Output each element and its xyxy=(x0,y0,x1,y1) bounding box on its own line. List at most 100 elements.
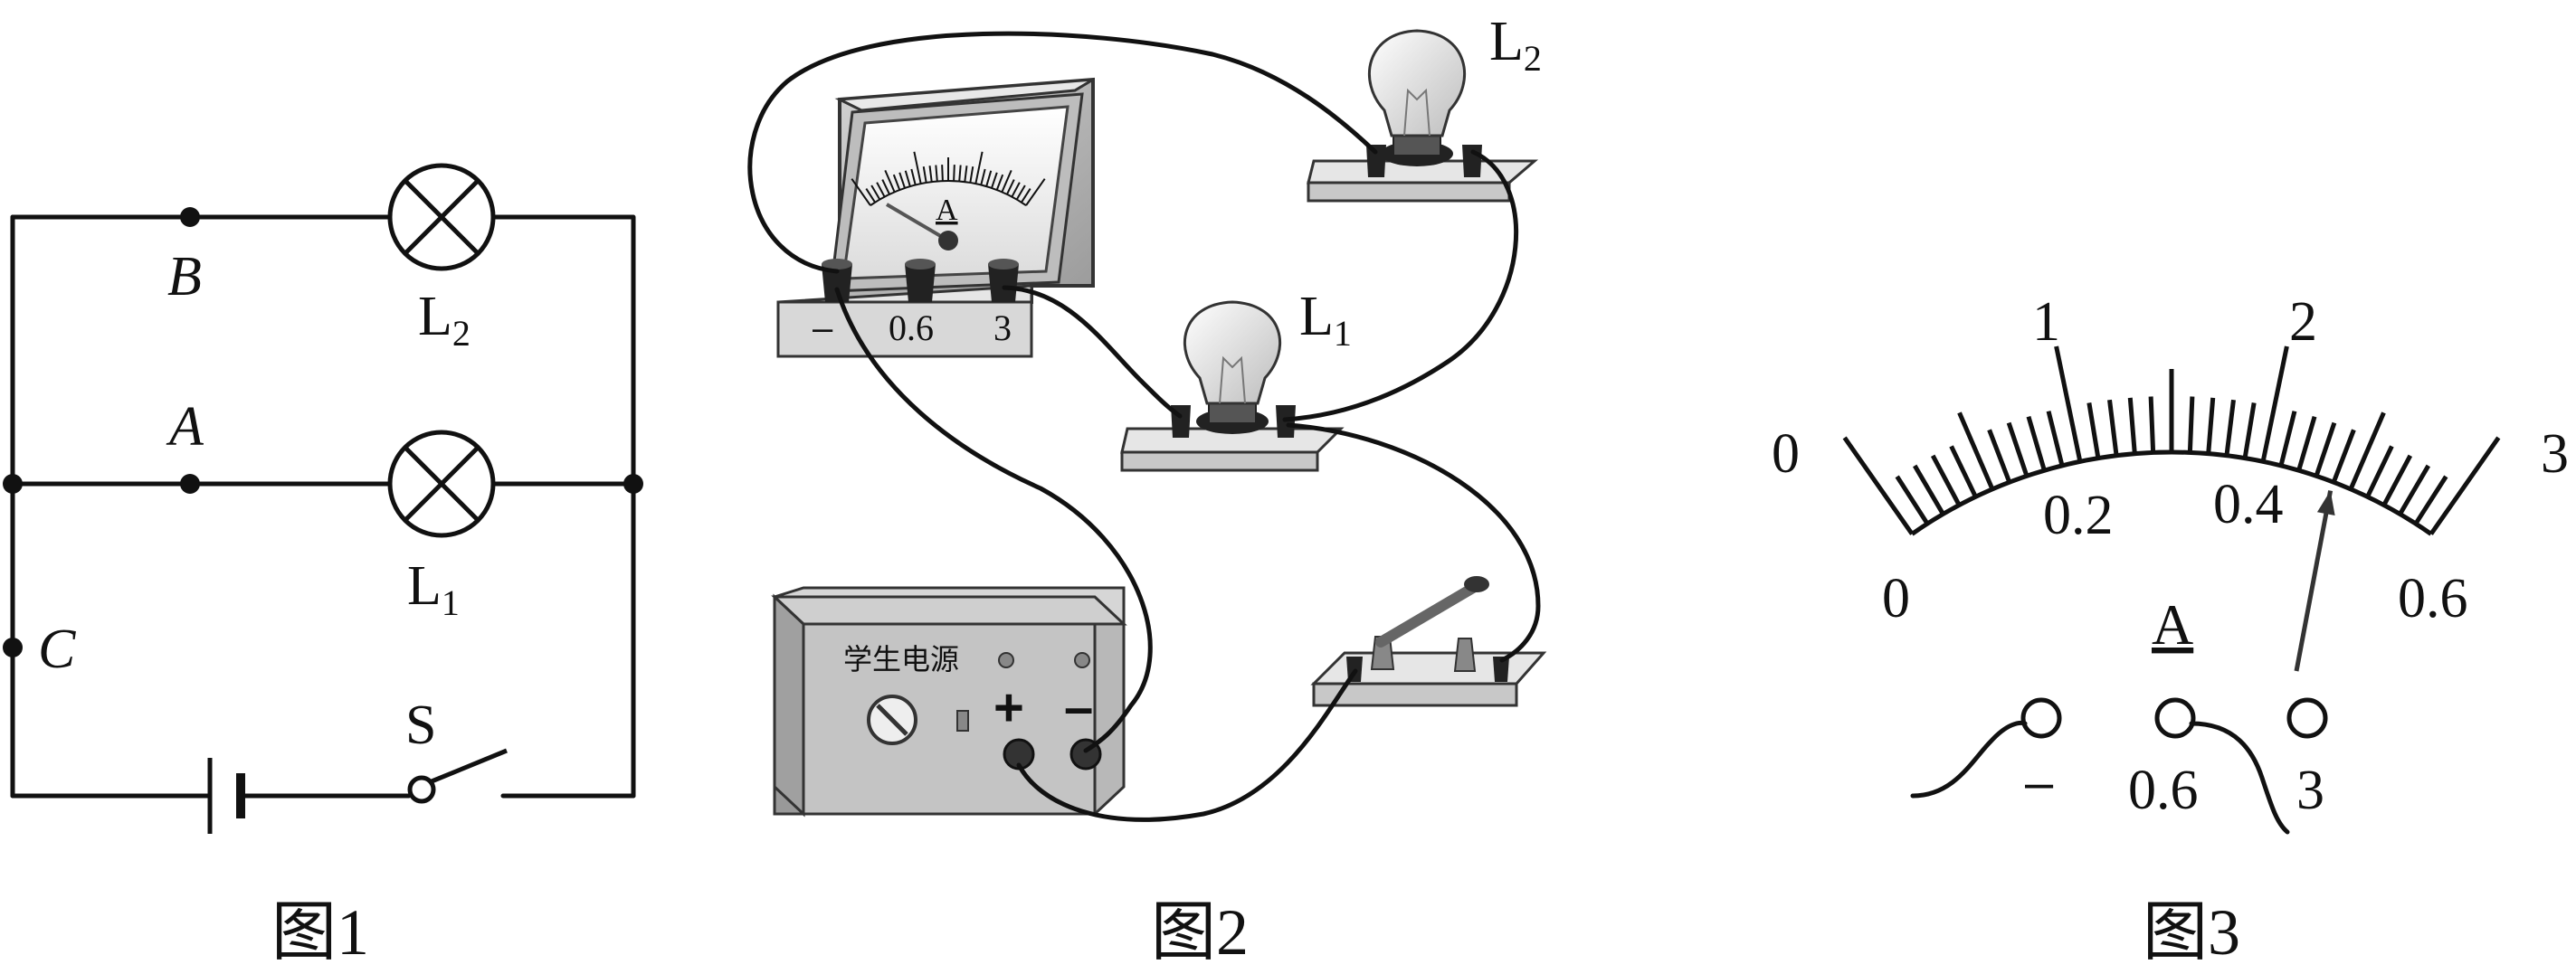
dial-tick xyxy=(1842,436,1915,535)
junction-left xyxy=(3,474,23,494)
dial-meter-symbol: A xyxy=(2152,592,2193,657)
power-supply-title: 学生电源 xyxy=(843,643,959,676)
dial-tick xyxy=(1957,411,1995,490)
figure-3-caption: 图3 xyxy=(2143,896,2240,969)
switch-s-symbol xyxy=(407,748,508,804)
dial-tick xyxy=(1949,445,1978,498)
dial-tick xyxy=(1001,169,1012,193)
dial-top-label-3: 3 xyxy=(2541,423,2569,485)
dial-tick xyxy=(2148,396,2156,453)
dial-tick xyxy=(904,170,911,187)
ammeter-mini-needle xyxy=(885,203,950,242)
dial-terminal-0.6-label: 0.6 xyxy=(2128,760,2199,821)
dial-tick xyxy=(2348,411,2386,490)
battery-symbol xyxy=(207,758,245,834)
dial-tick xyxy=(974,151,984,184)
dial-tick xyxy=(1025,178,1046,206)
lamp-l1-symbol xyxy=(387,430,496,538)
junction-b xyxy=(180,207,200,227)
dial-tick xyxy=(922,166,927,184)
label-lamp-l1: L1 xyxy=(407,555,460,623)
dial-tick xyxy=(2046,411,2065,467)
dial-tick xyxy=(2127,397,2137,454)
figure-1-circuit-diagram: B A C L2 L1 S 图1 xyxy=(3,163,643,969)
dial-tick xyxy=(898,172,906,189)
dial-tick xyxy=(870,184,881,201)
dial-tick xyxy=(1987,429,2012,484)
dial-tick xyxy=(2296,415,2317,471)
power-plus-label: + xyxy=(993,678,1024,737)
dial-top-label-0: 0 xyxy=(1772,423,1800,485)
label-point-c: C xyxy=(38,619,76,680)
junction-right xyxy=(623,474,643,494)
ammeter-needle-pivot xyxy=(938,231,958,251)
dial-tick xyxy=(2398,464,2430,515)
dial-needle xyxy=(2294,490,2335,672)
dial-bottom-label-0.2: 0.2 xyxy=(2043,485,2114,546)
junction-a xyxy=(180,474,200,494)
dial-tick xyxy=(985,170,993,187)
dial-terminal-3-label: 3 xyxy=(2296,760,2324,821)
dial-tick xyxy=(884,169,896,193)
dial-top-label-1: 1 xyxy=(2032,291,2060,353)
lamp-l2-symbol xyxy=(387,163,496,271)
dial-tick xyxy=(1913,464,1945,515)
ammeter-terminal-0.6-label: 0.6 xyxy=(889,307,934,348)
dial-tick xyxy=(995,174,1004,191)
dial-wire-into-minus xyxy=(1910,720,2028,799)
ammeter-mini-dial xyxy=(851,151,1046,206)
dial-tick xyxy=(2314,421,2337,478)
dial-tick xyxy=(2278,411,2297,467)
dial-tick xyxy=(2086,402,2101,459)
dial-tick xyxy=(1021,188,1031,203)
dial-terminal-minus-label: – xyxy=(2025,753,2054,810)
dial-scale xyxy=(1842,345,2501,536)
label-point-b: B xyxy=(167,246,202,307)
dial-tick xyxy=(2331,429,2356,484)
wire-l1-to-switch xyxy=(1286,422,1541,663)
figure-3-ammeter-dial: 0 1 2 3 0 0.2 0.4 0.6 A – 0.6 3 图3 xyxy=(1772,291,2569,969)
label-switch-s: S xyxy=(405,695,436,756)
figure-1-caption: 图1 xyxy=(271,896,369,969)
label-point-a: A xyxy=(166,396,204,458)
dial-tick xyxy=(1015,184,1026,201)
label-lamp-l2: L2 xyxy=(418,286,471,354)
dial-tick xyxy=(991,172,998,189)
dial-tick xyxy=(2026,415,2047,471)
student-power-supply xyxy=(771,586,1127,818)
power-minus-label: – xyxy=(1064,678,1093,737)
wire-power-plus-to-switch xyxy=(1016,668,1358,822)
ammeter-terminals xyxy=(822,259,1019,302)
dial-tick xyxy=(2260,345,2289,462)
dial-tick xyxy=(953,165,955,182)
dial-tick xyxy=(980,168,986,185)
dial-tick xyxy=(941,165,944,182)
wire-ammeter-3-to-l1 xyxy=(1002,285,1183,419)
lamp-l1-device xyxy=(1120,300,1345,472)
dial-tick xyxy=(2224,399,2236,457)
dial-terminal-minus xyxy=(2020,697,2062,739)
dial-tick xyxy=(1895,475,1930,525)
dial-tick xyxy=(851,178,871,206)
label-lamp2-device: L2 xyxy=(1489,11,1542,79)
dial-bottom-label-0.6: 0.6 xyxy=(2398,568,2468,629)
junction-c xyxy=(3,638,23,657)
lamp-l2-device xyxy=(1307,29,1539,203)
dial-tick xyxy=(913,151,922,184)
dial-top-label-2: 2 xyxy=(2289,291,2317,353)
dial-tick xyxy=(2206,397,2216,454)
figure-2-caption: 图2 xyxy=(1151,896,1249,969)
ammeter-device: A – 0.6 3 xyxy=(776,77,1095,358)
dial-tick xyxy=(969,166,974,184)
figure-2-physical-circuit: A – 0.6 3 L2 xyxy=(747,11,1547,969)
dial-terminal-3 xyxy=(2286,697,2328,739)
dial-tick xyxy=(881,179,890,195)
dial-tick xyxy=(2107,399,2119,457)
dial-tick xyxy=(1011,182,1021,198)
dial-terminal-0.6 xyxy=(2154,697,2196,739)
ammeter-terminal-3-label: 3 xyxy=(993,307,1012,348)
dial-bottom-label-0: 0 xyxy=(1882,568,1910,629)
power-indicator xyxy=(956,710,969,732)
wire-top-branch xyxy=(10,214,636,799)
